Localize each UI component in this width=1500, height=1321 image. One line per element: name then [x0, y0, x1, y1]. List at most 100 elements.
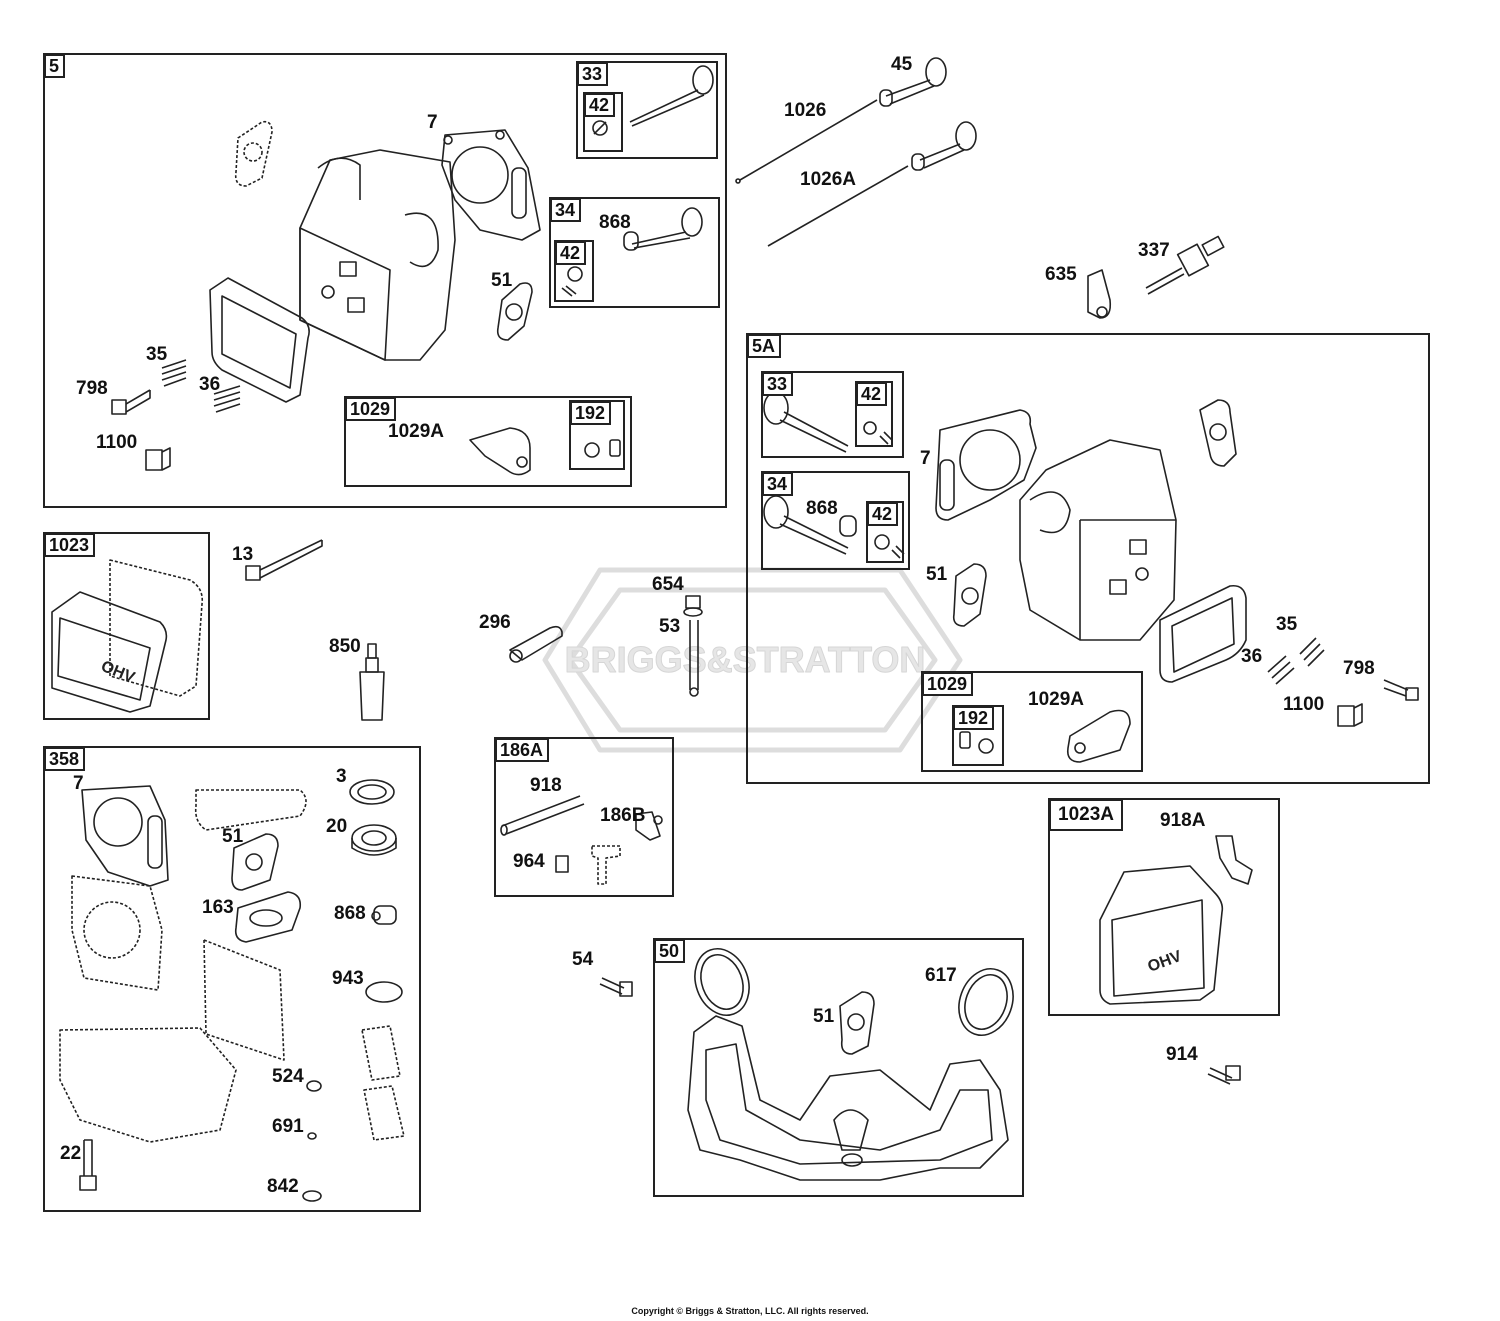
- part-label-358-943: 943: [332, 968, 364, 989]
- spark-plug-337: [1145, 235, 1225, 295]
- part-label-850: 850: [329, 636, 361, 657]
- gasket-51-top: [496, 282, 533, 341]
- group-box-5a: 5A: [746, 333, 1430, 784]
- part-label-358-163: 163: [202, 897, 234, 918]
- cylinder-head-left: [299, 149, 456, 361]
- group-tag-1023a: 1023A: [1049, 799, 1123, 831]
- group-tag-5: 5: [44, 54, 66, 78]
- spring-35: [161, 359, 187, 387]
- breather-tube-918a: [1215, 835, 1253, 885]
- gasket-small-5a: [1199, 399, 1237, 467]
- group-tag-34: 34: [550, 198, 582, 222]
- group-box-1029-192: 192: [569, 400, 625, 470]
- group-tag-42: 42: [584, 93, 616, 117]
- insert-964: [555, 855, 569, 873]
- nut-5a-192: [959, 731, 994, 754]
- part-label-7: 7: [427, 112, 438, 133]
- group-box-33: 33: [576, 61, 718, 159]
- part-label-50-51: 51: [813, 1006, 835, 1027]
- valve-cover-gasket-left: [209, 277, 310, 403]
- spring-5a-36: [1267, 655, 1295, 685]
- oring-524: [306, 1080, 322, 1092]
- stud-53: [689, 620, 699, 697]
- gasket-51-5a: [952, 563, 987, 627]
- part-label-36: 36: [199, 374, 221, 395]
- group-box-1023a: 1023A: [1048, 798, 1280, 1016]
- fitting-186b: [635, 811, 663, 841]
- nut-1100: [145, 447, 171, 471]
- group-box-5a-34-42: 42: [866, 501, 904, 563]
- group-tag-1029: 1029: [345, 397, 397, 421]
- rocker-arm-1029a: [469, 427, 531, 476]
- group-tag-1023: 1023: [44, 533, 96, 557]
- gasket-ring-617: [958, 968, 1014, 1036]
- group-box-358: 358: [43, 746, 421, 1212]
- group-box-1029: 1029: [344, 396, 632, 487]
- part-label-5a-868: 868: [806, 498, 838, 519]
- part-label-53: 53: [659, 616, 681, 637]
- group-tag-192: 192: [953, 706, 995, 730]
- part-label-5a-35: 35: [1276, 614, 1298, 635]
- tube-918: [500, 795, 585, 836]
- part-label-1100: 1100: [96, 432, 138, 453]
- seal-20: [351, 824, 397, 856]
- head-gasket-5a-7: [935, 409, 1037, 521]
- group-box-34: 34: [549, 197, 720, 308]
- part-label-35: 35: [146, 344, 168, 365]
- part-label-868: 868: [599, 212, 631, 233]
- part-label-5a-51: 51: [926, 564, 948, 585]
- head-gasket-358: [81, 785, 169, 887]
- briggs-logo-watermark: [542, 567, 963, 753]
- part-label-5a-36: 36: [1241, 646, 1263, 667]
- copyright-notice: Copyright © Briggs & Stratton, LLC. All …: [631, 1306, 869, 1316]
- group-box-5a-1029-192: 192: [952, 705, 1004, 766]
- push-rod-1026a: [767, 165, 909, 247]
- bolt-54: [599, 977, 633, 997]
- bolt-22: [79, 1139, 97, 1191]
- part-label-635: 635: [1045, 264, 1077, 285]
- group-tag-33: 33: [762, 372, 794, 396]
- part-label-45: 45: [891, 54, 913, 75]
- bolt-5a-798: [1383, 679, 1419, 701]
- part-label-358-22: 22: [60, 1143, 82, 1164]
- part-label-358-51: 51: [222, 826, 244, 847]
- part-label-358-524: 524: [272, 1066, 304, 1087]
- part-label-964: 964: [513, 851, 545, 872]
- part-label-5a-7: 7: [920, 448, 931, 469]
- part-label-918: 918: [530, 775, 562, 796]
- intake-manifold-50: [687, 1015, 1009, 1181]
- part-label-358-842: 842: [267, 1176, 299, 1197]
- oring-943: [365, 981, 403, 1003]
- part-label-798: 798: [76, 378, 108, 399]
- fitting-dashed: [591, 845, 621, 885]
- valve-45: [879, 57, 947, 107]
- part-label-5a-1029a: 1029A: [1028, 689, 1084, 710]
- group-tag-50: 50: [654, 939, 686, 963]
- push-rod-1026: [735, 99, 878, 184]
- valve-45b: [911, 121, 977, 171]
- bolt-13: [245, 539, 323, 581]
- part-label-918a: 918A: [1160, 810, 1206, 831]
- oring-842: [302, 1190, 322, 1202]
- part-label-296: 296: [479, 612, 511, 633]
- group-box-33-42: 42: [583, 92, 623, 152]
- group-tag-34: 34: [762, 472, 794, 496]
- group-tag-5a: 5A: [747, 334, 782, 358]
- gasket-dashed-cover: [203, 939, 285, 1061]
- group-tag-186a: 186A: [495, 738, 550, 762]
- part-label-5a-1100: 1100: [1283, 694, 1325, 715]
- group-box-186a: 186A: [494, 737, 674, 897]
- gasket-dashed-crank: [59, 1027, 237, 1143]
- gasket-163: [234, 891, 302, 943]
- part-label-337: 337: [1138, 240, 1170, 261]
- cylinder-head-5a: [1019, 439, 1177, 641]
- nut-5a-1100: [1337, 703, 1363, 727]
- part-label-1029a: 1029A: [388, 421, 444, 442]
- head-gasket-7: [441, 129, 541, 241]
- spark-plug-boot-635: [1087, 269, 1112, 319]
- gasket-dashed-right: [361, 1025, 405, 1141]
- sealant-tube-850: [359, 643, 385, 721]
- group-box-5a-1029: 1029: [921, 671, 1143, 772]
- nut-192: [584, 439, 621, 458]
